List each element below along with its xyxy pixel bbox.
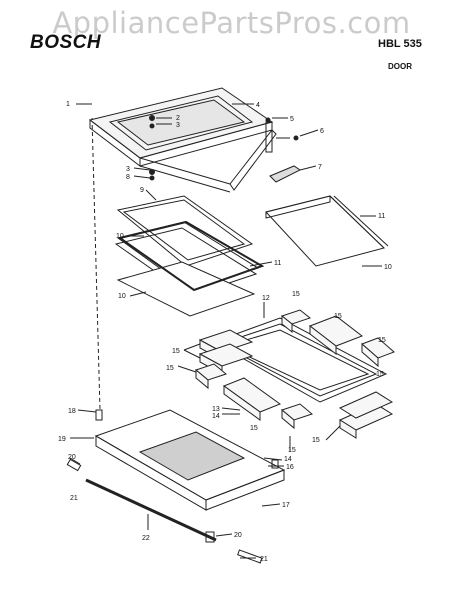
model-number: HBL 535 bbox=[378, 38, 422, 50]
callout-15d: 15 bbox=[172, 348, 180, 355]
callout-12: 12 bbox=[262, 295, 270, 302]
screw-bottom bbox=[237, 549, 263, 564]
callout-6: 6 bbox=[320, 128, 324, 135]
part-callouts: 1 2 3 4 5 6 7 3 8 9 10 11 11 10 10 12 15… bbox=[58, 101, 392, 563]
callout-14b: 14 bbox=[284, 456, 292, 463]
callout-16: 16 bbox=[286, 464, 294, 471]
callout-3b: 3 bbox=[126, 166, 130, 173]
callout-17: 17 bbox=[282, 502, 290, 509]
callout-3: 3 bbox=[176, 122, 180, 129]
callout-15a: 15 bbox=[292, 291, 300, 298]
callout-21: 21 bbox=[70, 495, 78, 502]
callout-1: 1 bbox=[66, 101, 70, 108]
insulation-blocks bbox=[194, 309, 395, 439]
callout-2: 2 bbox=[176, 115, 180, 122]
callout-15b: 15 bbox=[334, 313, 342, 320]
callout-15i: 15 bbox=[288, 447, 296, 454]
callout-10c: 10 bbox=[118, 293, 126, 300]
callout-11b: 11 bbox=[274, 260, 281, 267]
callout-7: 7 bbox=[318, 164, 322, 171]
callout-18: 18 bbox=[68, 408, 76, 415]
screw-left bbox=[66, 458, 82, 472]
callout-15e: 15 bbox=[166, 365, 174, 372]
callout-22: 22 bbox=[142, 535, 150, 542]
alignment-line bbox=[91, 117, 101, 411]
callout-10b: 10 bbox=[384, 264, 392, 271]
door-handle-clip bbox=[269, 165, 301, 183]
callout-9: 9 bbox=[140, 187, 144, 194]
callout-4: 4 bbox=[256, 102, 260, 109]
handle-end-cap bbox=[205, 531, 215, 543]
inner-door-frame bbox=[88, 87, 277, 193]
callout-20b: 20 bbox=[234, 532, 242, 539]
callout-15c: 15 bbox=[378, 337, 386, 344]
section-title: DOOR bbox=[388, 62, 412, 71]
clip bbox=[271, 459, 279, 469]
inner-glass-frame bbox=[212, 317, 388, 403]
callout-15h: 15 bbox=[312, 437, 320, 444]
outer-door-panel bbox=[94, 409, 286, 511]
handle-rod bbox=[85, 478, 217, 542]
callout-20: 20 bbox=[68, 454, 76, 461]
callout-10: 10 bbox=[116, 233, 124, 240]
glass-seal bbox=[117, 220, 265, 292]
callout-5: 5 bbox=[290, 116, 294, 123]
watermark: AppliancePartsPros.com bbox=[52, 6, 411, 40]
callout-8: 8 bbox=[126, 174, 130, 181]
glass-pane-right bbox=[265, 195, 389, 267]
callout-13: 13 bbox=[212, 406, 220, 413]
callout-11: 11 bbox=[378, 213, 385, 220]
callout-21b: 21 bbox=[260, 556, 268, 563]
glass-pane-left bbox=[114, 195, 260, 317]
brand-logo: BOSCH bbox=[30, 32, 102, 53]
callout-15g: 15 bbox=[250, 425, 258, 432]
hinge-pin bbox=[95, 409, 103, 421]
callout-15f: 15 bbox=[376, 371, 384, 378]
callout-14: 14 bbox=[212, 413, 220, 420]
callout-19: 19 bbox=[58, 436, 66, 443]
